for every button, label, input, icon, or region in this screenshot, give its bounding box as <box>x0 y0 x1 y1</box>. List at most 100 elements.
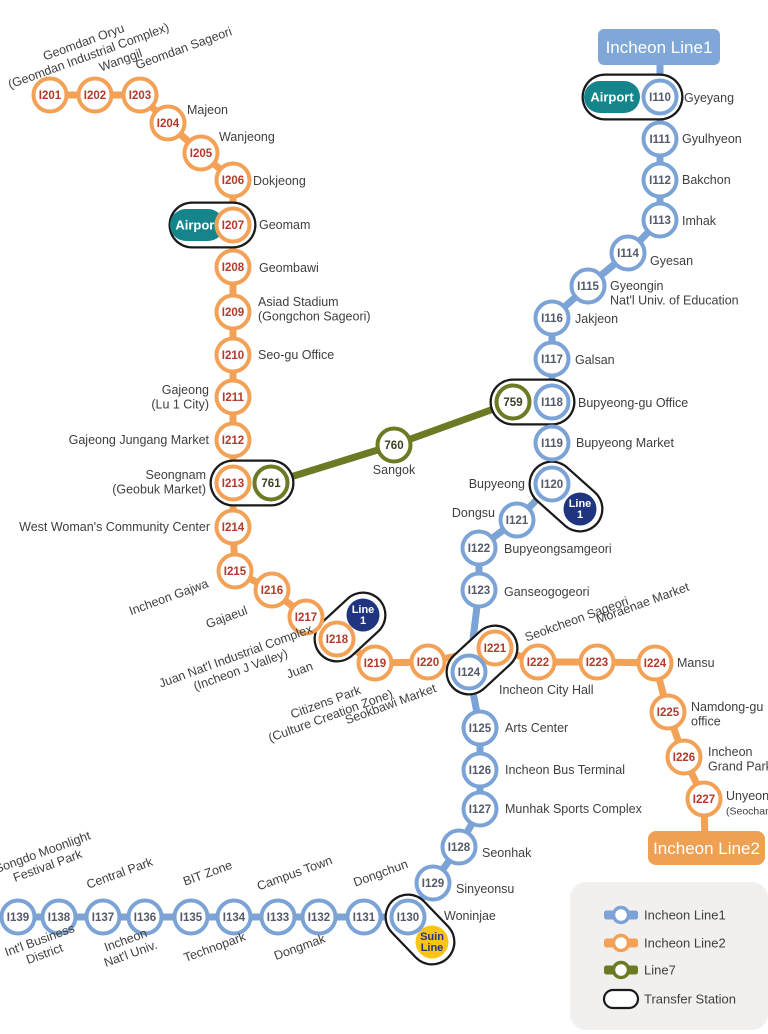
station-I209 <box>214 293 252 331</box>
station-I116 <box>533 299 571 337</box>
airport-badge <box>170 209 224 241</box>
station-code-I135: I135 <box>180 912 203 924</box>
station-label-I128: Seonhak <box>482 846 532 860</box>
station-label-I131: Dongchun <box>351 857 409 890</box>
station-I213 <box>214 464 252 502</box>
station-I222 <box>519 643 557 681</box>
station-label-I211: Gajeong(Lu 1 City) <box>151 383 209 412</box>
station-I205 <box>182 134 220 172</box>
station-label-I116: Jakjeon <box>575 312 618 326</box>
line1-terminus-label: Incheon Line1 <box>606 38 713 57</box>
station-label-I212: Gajeong Jungang Market <box>69 433 210 447</box>
station-I112 <box>641 161 679 199</box>
station-I133 <box>259 898 297 936</box>
station-label-I206: Dokjeong <box>253 174 306 188</box>
station-code-I123: I123 <box>468 585 490 597</box>
station-label-I218: Juan <box>285 659 315 681</box>
station-code-I138: I138 <box>48 912 71 924</box>
station-I206 <box>214 161 252 199</box>
station-I220 <box>409 643 447 681</box>
station-code-I131: I131 <box>353 912 376 924</box>
station-code-760: 760 <box>384 440 403 452</box>
station-label-I204: Majeon <box>187 103 228 117</box>
station-code-I211: I211 <box>222 392 244 404</box>
station-code-I222: I222 <box>527 657 549 669</box>
station-I111 <box>641 120 679 158</box>
station-label-I224: Mansu <box>677 656 715 670</box>
legend-item-label: Transfer Station <box>644 992 736 1007</box>
station-code-I130: I130 <box>397 912 419 924</box>
station-code-I117: I117 <box>541 354 563 366</box>
legend-station-icon <box>611 905 631 925</box>
station-code-I221: I221 <box>484 643 507 655</box>
station-label-I123: Ganseogogeori <box>504 585 589 599</box>
station-code-I137: I137 <box>92 912 114 924</box>
station-label-I216: Gajaeul <box>204 603 249 631</box>
station-I123 <box>460 571 498 609</box>
line2-terminus-label: Incheon Line2 <box>653 839 760 858</box>
station-label-I227: Unyeon(Seochang) <box>726 789 768 818</box>
station-I203 <box>121 76 159 114</box>
station-label-I213: Seongnam(Geobuk Market) <box>112 468 206 497</box>
legend-station-icon <box>611 960 631 980</box>
station-I117 <box>533 340 571 378</box>
station-code-I207: I207 <box>222 220 244 232</box>
station-I126 <box>461 751 499 789</box>
station-code-I227: I227 <box>693 794 715 806</box>
station-I113 <box>641 201 679 239</box>
station-label-I117: Galsan <box>575 353 615 367</box>
station-code-I215: I215 <box>224 566 247 578</box>
station-code-I217: I217 <box>295 612 317 624</box>
station-code-I124: I124 <box>458 667 481 679</box>
station-code-I119: I119 <box>541 438 563 450</box>
station-label-I133: Campus Town <box>255 853 334 893</box>
station-label-I120: Bupyeong <box>469 477 525 491</box>
station-label-I127: Munhak Sports Complex <box>505 802 643 816</box>
station-code-I125: I125 <box>469 723 492 735</box>
station-label-I205: Wanjeong <box>219 130 275 144</box>
station-label-I132: Dongmak <box>272 931 328 963</box>
station-label-I215: Incheon Gajwa <box>127 576 210 618</box>
station-code-I218: I218 <box>326 634 349 646</box>
station-code-I121: I121 <box>506 515 529 527</box>
station-code-I209: I209 <box>222 307 244 319</box>
station-code-I223: I223 <box>586 657 608 669</box>
station-label-I121: Dongsu <box>452 506 495 520</box>
station-I214 <box>214 508 252 546</box>
station-code-I205: I205 <box>190 148 213 160</box>
station-I136 <box>126 898 164 936</box>
legend-transfer-icon <box>602 988 640 1010</box>
station-I114 <box>609 234 647 272</box>
station-code-I224: I224 <box>644 658 667 670</box>
station-code-I201: I201 <box>39 90 62 102</box>
legend-item-label: Incheon Line1 <box>644 908 726 923</box>
station-code-I136: I136 <box>134 912 156 924</box>
station-code-I226: I226 <box>673 752 695 764</box>
station-I216 <box>253 571 291 609</box>
station-code-I210: I210 <box>222 350 244 362</box>
line1-terminus-box <box>598 29 720 65</box>
station-label-I221: Incheon City Hall <box>499 683 594 697</box>
station-I131 <box>345 898 383 936</box>
station-I121 <box>498 501 536 539</box>
station-I212 <box>214 421 252 459</box>
station-760 <box>375 426 413 464</box>
station-label-I125: Arts Center <box>505 721 568 735</box>
station-code-I133: I133 <box>267 912 289 924</box>
station-I223 <box>578 643 616 681</box>
station-code-I111: I111 <box>649 134 671 146</box>
station-code-I113: I113 <box>649 215 671 227</box>
station-label-I113: Imhak <box>682 214 717 228</box>
station-code-I132: I132 <box>308 912 330 924</box>
station-label-I214: West Woman's Community Center <box>19 520 210 534</box>
airport-badge-label: Airport <box>175 218 219 233</box>
station-I226 <box>665 738 703 776</box>
station-I204 <box>149 104 187 142</box>
legend-panel <box>570 882 768 1030</box>
line-badge <box>415 925 449 959</box>
station-label-I126: Incheon Bus Terminal <box>505 763 625 777</box>
station-I227 <box>685 780 723 818</box>
